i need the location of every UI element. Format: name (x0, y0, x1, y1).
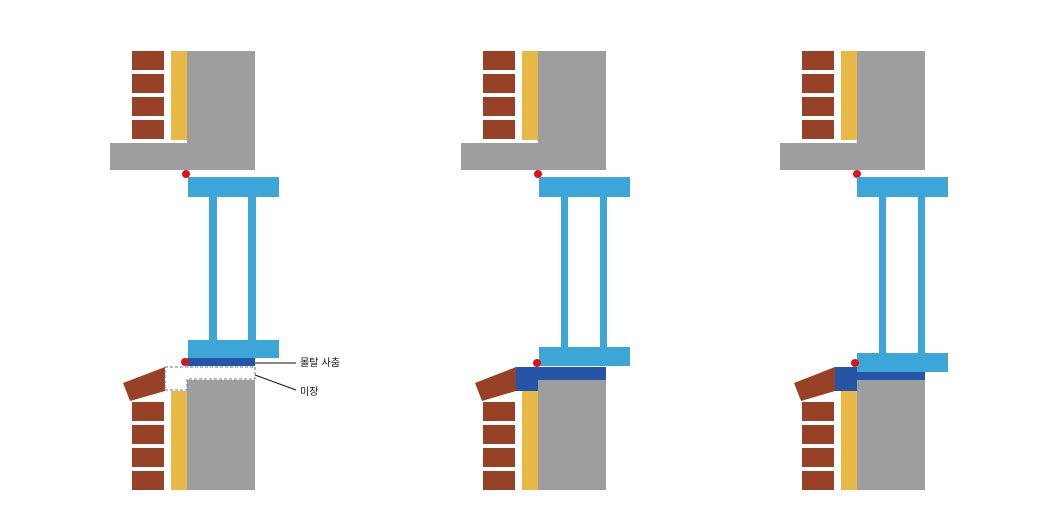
mortar-fill (516, 367, 606, 391)
anchor-point (851, 359, 859, 367)
sloped-sill-brick (123, 367, 165, 401)
anchor-point (182, 170, 190, 178)
upper-insulation (171, 51, 187, 140)
window-frame (539, 177, 630, 366)
lower-concrete (538, 380, 606, 490)
lower-concrete (857, 380, 925, 490)
lower-brick-wall (802, 402, 834, 490)
lower-insulation (171, 391, 187, 490)
anchor-point (853, 170, 861, 178)
anchor-point (534, 170, 542, 178)
upper-brick-wall (132, 51, 164, 139)
upper-concrete-ledge (780, 143, 925, 170)
window-frame (857, 177, 948, 372)
window-frame (188, 177, 279, 358)
upper-insulation (522, 51, 538, 140)
plaster-dashed-outline (164, 366, 256, 391)
lower-insulation (522, 391, 538, 490)
mortar-strip (857, 372, 925, 380)
sloped-sill-brick (475, 367, 516, 401)
upper-brick-wall (483, 51, 515, 139)
lower-brick-wall (483, 402, 515, 490)
upper-concrete-ledge (461, 143, 606, 170)
anchor-point (181, 358, 189, 366)
panel-1: 몰탈 사춤 미장 (110, 51, 340, 490)
lower-insulation (841, 391, 857, 490)
lower-brick-wall (132, 402, 164, 490)
anchor-point (533, 359, 541, 367)
lower-concrete (187, 380, 255, 490)
mortar-fill (835, 367, 857, 391)
panel-3 (780, 51, 948, 490)
sloped-sill-brick (794, 367, 835, 401)
mortar-fill (187, 358, 255, 366)
upper-concrete-ledge (110, 143, 255, 170)
panel-2 (461, 51, 630, 490)
label-mortar-fill: 몰탈 사춤 (300, 356, 340, 369)
upper-brick-wall (802, 51, 834, 139)
label-plaster: 미장 (300, 386, 318, 398)
leader-line-plaster (254, 374, 297, 391)
upper-insulation (841, 51, 857, 140)
